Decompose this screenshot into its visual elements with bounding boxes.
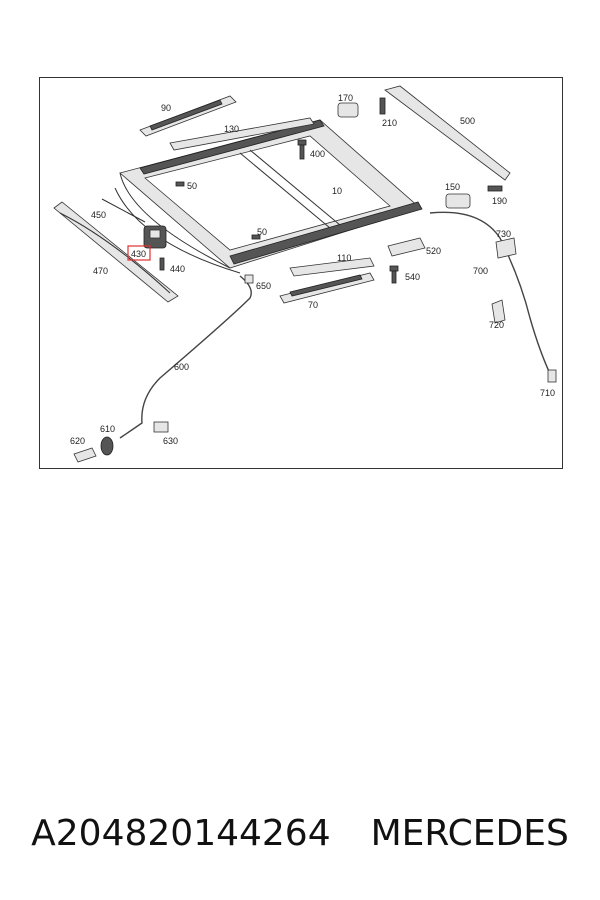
label-70: 70	[308, 300, 318, 310]
clip-630	[153, 421, 169, 433]
clip-650	[244, 274, 254, 284]
drain-hose-700	[429, 211, 553, 379]
highlight-box-430	[127, 245, 151, 261]
bracket-170	[337, 102, 359, 118]
valve-620	[73, 447, 97, 463]
rail-110	[289, 257, 375, 277]
sunroof-frame	[114, 119, 423, 274]
label-650: 650	[256, 281, 271, 291]
clip-730	[495, 237, 517, 259]
motor-430	[143, 225, 167, 249]
label-730: 730	[496, 229, 511, 239]
label-130: 130	[224, 124, 239, 134]
rail-90	[139, 95, 237, 137]
rail-70	[279, 272, 375, 304]
label-90: 90	[161, 103, 171, 113]
label-600: 600	[174, 362, 189, 372]
label-440: 440	[170, 264, 185, 274]
part-number: A204820144264	[31, 812, 331, 854]
sunroof-exploded-view: 90 130 170 210 500 400 50 10 150 190 450…	[53, 85, 557, 463]
grommet-610	[100, 436, 114, 456]
label-470: 470	[93, 266, 108, 276]
bracket-210	[379, 97, 386, 115]
label-430: 430	[131, 249, 146, 259]
parts-diagram: 90 130 170 210 500 400 50 10 150 190 450…	[39, 77, 563, 469]
label-630: 630	[163, 436, 178, 446]
brand-name: MERCEDES	[370, 812, 569, 854]
label-610: 610	[100, 424, 115, 434]
label-50a: 50	[187, 181, 197, 191]
clip-720	[491, 299, 506, 324]
label-50b: 50	[257, 227, 267, 237]
label-210: 210	[382, 118, 397, 128]
rail-130	[169, 117, 315, 151]
trim-470	[53, 201, 179, 303]
screw-440	[159, 257, 165, 271]
bracket-520	[387, 237, 426, 257]
caption: A204820144264 MERCEDES	[0, 808, 600, 858]
label-700: 700	[473, 266, 488, 276]
label-170: 170	[338, 93, 353, 103]
clip-190	[487, 185, 503, 192]
label-110: 110	[337, 253, 351, 263]
label-620: 620	[70, 436, 85, 446]
seal-500	[384, 85, 511, 181]
label-520: 520	[426, 246, 441, 256]
label-150: 150	[445, 182, 460, 192]
label-400: 400	[310, 149, 325, 159]
cable-450	[101, 198, 146, 223]
label-450: 450	[91, 210, 106, 220]
label-10: 10	[332, 186, 342, 196]
end-710	[547, 369, 557, 383]
label-710: 710	[540, 388, 555, 398]
label-720: 720	[489, 320, 504, 330]
bracket-150	[445, 193, 471, 209]
screw-400	[297, 139, 307, 160]
label-190: 190	[492, 196, 507, 206]
label-500: 500	[460, 116, 475, 126]
clip-50b	[251, 234, 261, 240]
label-540: 540	[405, 272, 420, 282]
screw-540	[389, 265, 399, 284]
drain-hose-600	[119, 275, 252, 439]
clip-50a	[175, 181, 185, 187]
